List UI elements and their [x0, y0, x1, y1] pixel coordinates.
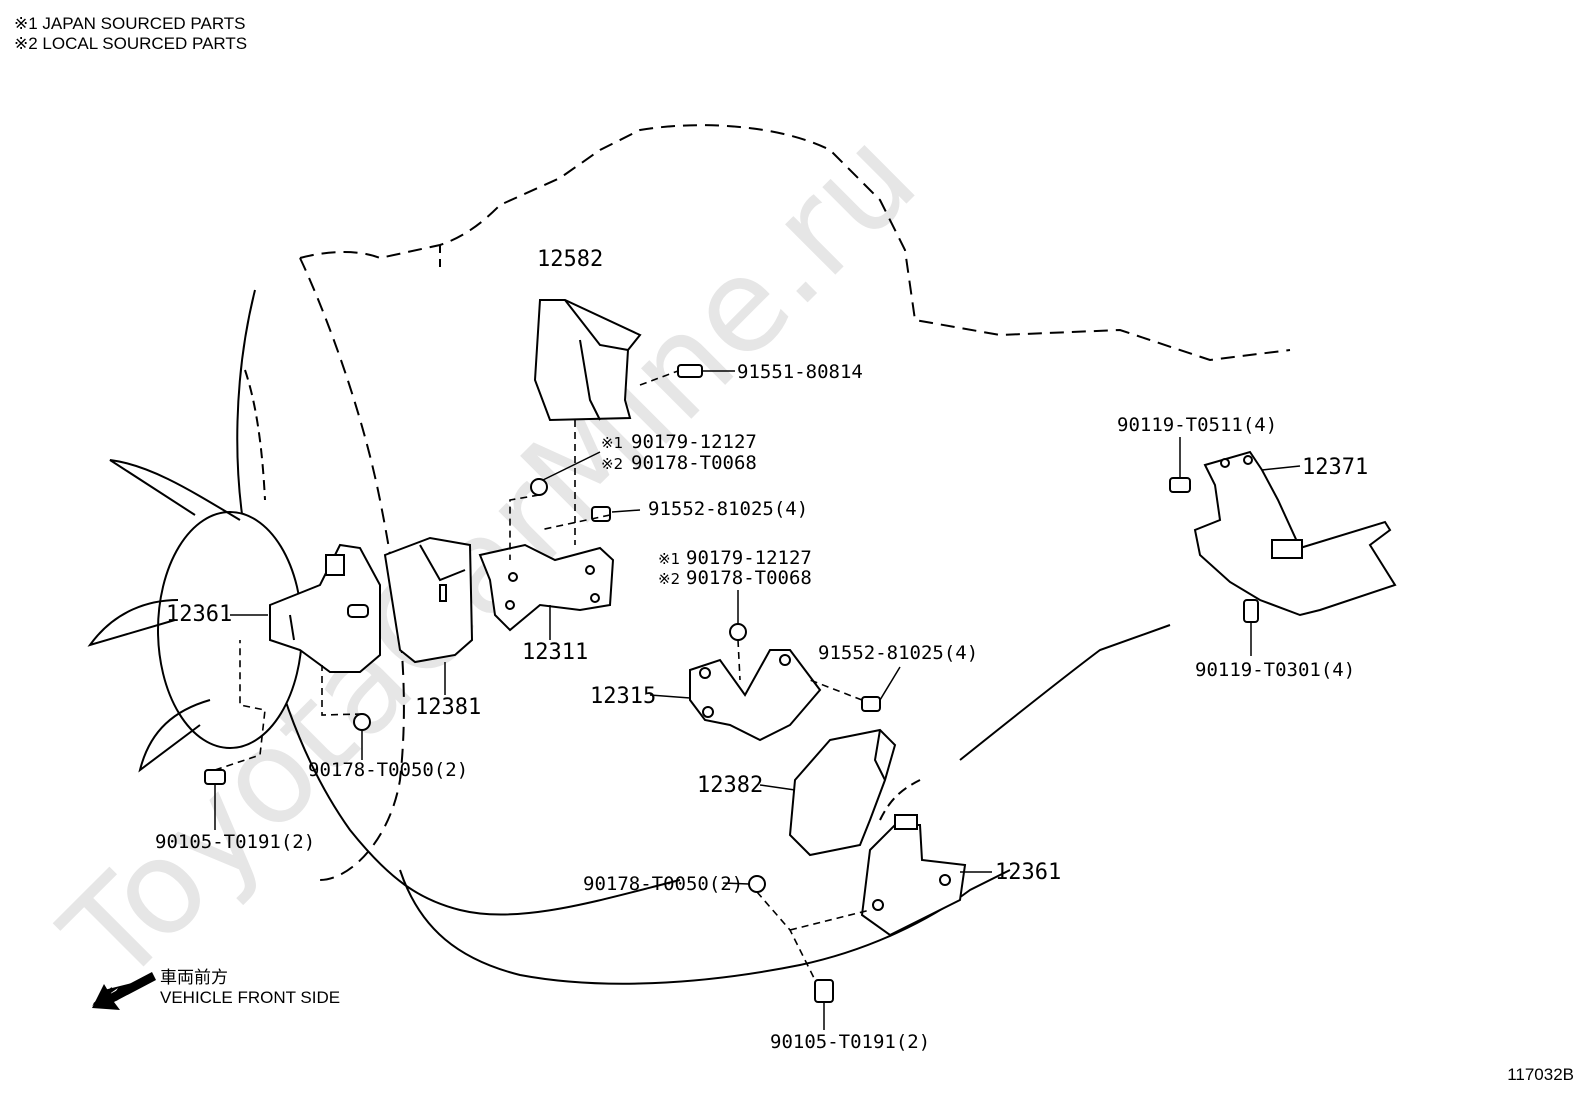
label-12361-left[interactable]: 12361 — [166, 602, 232, 627]
bolt-90105-T0191-a — [204, 769, 226, 785]
label-90179-12127-b[interactable]: 90179-12127 — [686, 547, 812, 569]
front-direction-arrow-icon — [92, 972, 156, 1010]
engine-mount-insulator-left — [269, 543, 381, 673]
nut-90179-12127-a — [530, 478, 548, 496]
direction-label-jp: 車両前方 — [160, 968, 228, 987]
marker-2-b: ※2 — [658, 570, 680, 588]
marker-2-a: ※2 — [601, 455, 623, 473]
label-12361-right[interactable]: 12361 — [995, 860, 1061, 885]
engine-mount-insulator-right — [860, 814, 967, 937]
assembly-lines — [214, 370, 871, 981]
bolt-90119-T0511 — [1169, 477, 1191, 493]
nut-90178-T0050-a — [353, 713, 371, 731]
label-12315[interactable]: 12315 — [590, 684, 656, 709]
label-12582[interactable]: 12582 — [537, 247, 603, 272]
engine-mount-bracket-12311 — [478, 543, 615, 632]
label-91552-81025-a[interactable]: 91552-81025(4) — [648, 498, 808, 520]
label-90178-T0068-a[interactable]: 90178-T0068 — [631, 452, 757, 474]
note-japan-sourced: ※1 JAPAN SOURCED PARTS — [14, 14, 246, 33]
direction-label-en: VEHICLE FRONT SIDE — [160, 988, 341, 1007]
bolt-91551-80814 — [677, 364, 703, 378]
label-90178-T0050-a[interactable]: 90178-T0050(2) — [308, 759, 468, 781]
label-12371[interactable]: 12371 — [1302, 455, 1368, 480]
nut-90179-12127-b — [729, 623, 747, 641]
label-12311[interactable]: 12311 — [522, 640, 588, 665]
engine-mount-bracket-12315 — [689, 649, 822, 742]
label-90105-T0191-a[interactable]: 90105-T0191(2) — [155, 831, 315, 853]
marker-1-b: ※1 — [658, 550, 680, 568]
label-12382[interactable]: 12382 — [697, 773, 763, 798]
engine-mount-rear-12371 — [1193, 450, 1397, 617]
label-90119-T0301[interactable]: 90119-T0301(4) — [1195, 659, 1355, 681]
leader-lines — [214, 370, 1301, 1030]
label-90178-T0050-b[interactable]: 90178-T0050(2) — [583, 873, 743, 895]
bolt-90105-T0191-b — [814, 979, 834, 1003]
marker-1-a: ※1 — [601, 434, 623, 452]
nut-90178-T0050-b — [748, 875, 766, 893]
label-90179-12127-a[interactable]: 90179-12127 — [631, 431, 757, 453]
fasteners — [204, 364, 1259, 1003]
cooling-fan — [87, 369, 303, 773]
label-90178-T0068-b[interactable]: 90178-T0068 — [686, 567, 812, 589]
bolt-91552-81025-b — [861, 696, 881, 712]
bolt-90119-T0301 — [1243, 599, 1259, 623]
label-12381[interactable]: 12381 — [415, 695, 481, 720]
label-90119-T0511[interactable]: 90119-T0511(4) — [1117, 414, 1277, 436]
mount-cover-left — [383, 536, 474, 664]
heat-insulator-12582 — [533, 299, 642, 422]
part-labels: 12582 91551-80814 ※1 90179-12127 ※2 9017… — [155, 247, 1368, 1053]
diagram-reference-code: 117032B — [1507, 1065, 1574, 1084]
mount-cover-12382 — [788, 728, 897, 857]
engine-outline — [236, 124, 1291, 985]
label-91551-80814[interactable]: 91551-80814 — [737, 361, 863, 383]
label-91552-81025-b[interactable]: 91552-81025(4) — [818, 642, 978, 664]
label-90105-T0191-b[interactable]: 90105-T0191(2) — [770, 1031, 930, 1053]
note-local-sourced: ※2 LOCAL SOURCED PARTS — [14, 34, 248, 53]
